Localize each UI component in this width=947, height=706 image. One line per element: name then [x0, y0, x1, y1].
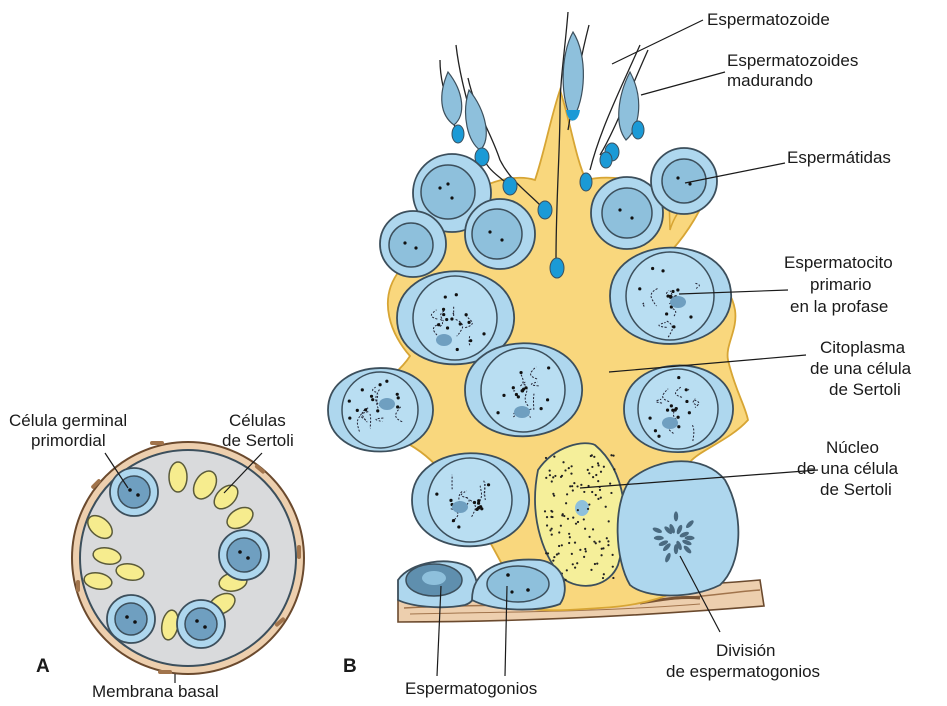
label-sertoli-cells-2: de Sertoli — [222, 431, 294, 450]
label-sertoli-cytoplasm-1: Citoplasma — [820, 338, 906, 357]
spermatid — [465, 199, 535, 269]
germ-cell — [107, 595, 155, 643]
germ-cell — [177, 600, 225, 648]
label-sertoli-cytoplasm-3: de Sertoli — [829, 380, 901, 399]
panel-b-letter: B — [343, 656, 357, 677]
label-primordial-germ-cell-2: primordial — [31, 431, 106, 450]
label-primordial-germ-cell-1: Célula germinal — [9, 411, 127, 430]
label-basal-membrane: Membrana basal — [92, 682, 219, 701]
germ-cell — [219, 530, 269, 580]
label-spermatogonia: Espermatogonios — [405, 679, 537, 698]
panel-a-tubule — [72, 441, 304, 683]
panel-a-letter: A — [36, 656, 50, 677]
label-sertoli-nucleus-1: Núcleo — [826, 438, 879, 457]
label-primary-spermatocyte-3: en la profase — [790, 297, 888, 316]
label-maturing-spermatozoa-2: madurando — [727, 71, 813, 90]
label-sertoli-cells-1: Células — [229, 411, 286, 430]
primary-spermatocyte — [610, 248, 731, 344]
sperm-head — [466, 90, 489, 166]
label-spermatids: Espermátidas — [787, 148, 891, 167]
sperm-head — [442, 72, 464, 143]
spermatid — [651, 148, 717, 214]
primary-spermatocyte — [465, 343, 582, 436]
label-spermatogonia-division-2: de espermatogonios — [666, 662, 820, 681]
spermatogonium — [472, 560, 565, 610]
sperm-head — [563, 32, 583, 121]
primary-spermatocyte — [624, 365, 733, 452]
spermatid — [380, 211, 446, 277]
label-primary-spermatocyte-2: primario — [810, 275, 871, 294]
primary-spermatocyte — [328, 368, 433, 451]
label-primary-spermatocyte-1: Espermatocito — [784, 253, 893, 272]
label-sertoli-nucleus-3: de Sertoli — [820, 480, 892, 499]
label-spermatogonia-division-1: División — [716, 641, 776, 660]
primary-spermatocyte — [412, 453, 529, 546]
spermatogonium — [398, 561, 477, 607]
dividing-spermatogonium — [618, 461, 739, 595]
panel-b-epithelium — [328, 12, 818, 676]
label-sertoli-cytoplasm-2: de una célula — [810, 359, 912, 378]
label-maturing-spermatozoa-1: Espermatozoides — [727, 51, 858, 70]
label-sertoli-nucleus-2: de una célula — [797, 459, 899, 478]
germ-cell — [110, 468, 158, 516]
label-spermatozoon: Espermatozoide — [707, 10, 830, 29]
